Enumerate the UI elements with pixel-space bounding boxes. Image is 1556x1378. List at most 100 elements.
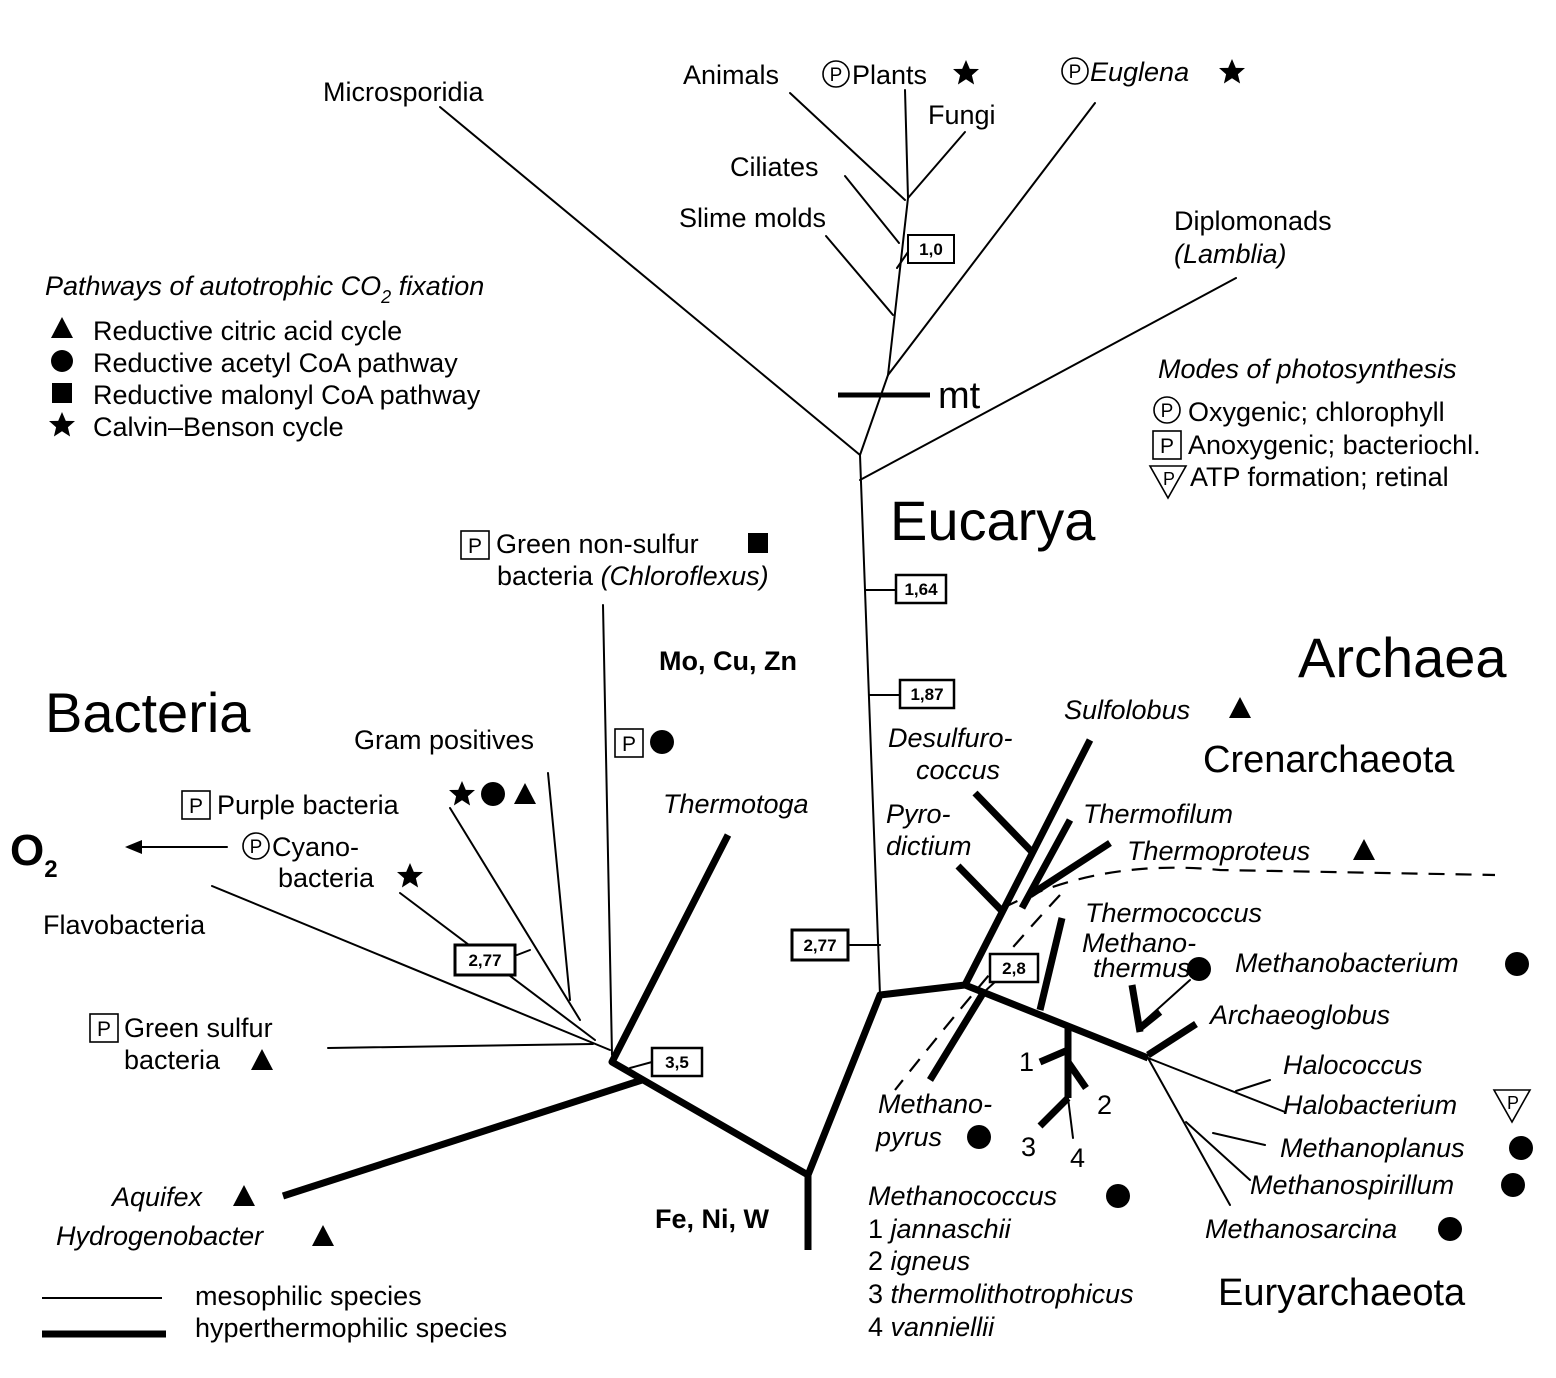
legend-oxygenic: Oxygenic; chlorophyll <box>1188 397 1445 427</box>
p-square-icon <box>460 530 490 560</box>
p-circle-icon <box>822 60 850 88</box>
domain-bacteria: Bacteria <box>45 681 251 744</box>
branch-chloroflexus <box>602 604 613 1056</box>
legend-anoxygenic: Anoxygenic; bacteriochl. <box>1188 430 1481 460</box>
branch-root-archaea <box>804 981 1150 1177</box>
p-letter: P <box>468 535 482 558</box>
label-mc-3: 3 thermolithotrophicus <box>868 1279 1134 1309</box>
branch-halococcus <box>1235 1079 1271 1092</box>
triangle-icon <box>51 317 73 338</box>
label-microsporidia: Microsporidia <box>323 77 485 107</box>
phylum-crenarchaeota: Crenarchaeota <box>1203 739 1455 781</box>
tree-branches <box>125 89 1496 1250</box>
label-methanococcus: Methanococcus <box>868 1181 1057 1211</box>
label-methanoplanus: Methanoplanus <box>1280 1133 1465 1163</box>
branch-thermococcus <box>1036 917 1066 1011</box>
label-cyano-2: bacteria <box>278 863 375 893</box>
branch-n4 <box>1067 1097 1074 1139</box>
legend-reductive-citric: Reductive citric acid cycle <box>93 316 402 346</box>
branch-crown <box>887 197 909 376</box>
label-archaeoglobus: Archaeoglobus <box>1208 1000 1390 1030</box>
branch-methanospirillum <box>1185 1121 1251 1181</box>
star-icon <box>953 60 979 85</box>
box-1-64: 1,64 <box>904 580 938 599</box>
label-methanospirillum: Methanospirillum <box>1250 1170 1454 1200</box>
p-square-icon <box>614 728 644 758</box>
legend-atp-formation: ATP formation; retinal <box>1190 462 1449 492</box>
p-letter: P <box>189 795 203 818</box>
p-letter: P <box>250 837 263 858</box>
label-metals-top: Mo, Cu, Zn <box>659 646 797 676</box>
box-2-8: 2,8 <box>1002 959 1026 978</box>
label-n2: 2 <box>1097 1090 1112 1120</box>
arrowhead-oxygen <box>125 840 142 854</box>
label-methanothermus-2: thermus <box>1093 953 1191 983</box>
connector-b10 <box>896 251 909 269</box>
label-methanopyrus-2: pyrus <box>875 1122 942 1152</box>
label-pyro-1: Pyro- <box>886 799 951 829</box>
domain-archaea: Archaea <box>1298 626 1507 689</box>
branch-root-aquifex <box>281 1076 644 1200</box>
label-flavobacteria: Flavobacteria <box>43 910 206 940</box>
label-methanobacterium: Methanobacterium <box>1235 948 1459 978</box>
p-circle-icon <box>242 832 270 860</box>
branch-flavobacteria <box>211 885 611 1051</box>
label-metals-bottom: Fe, Ni, W <box>655 1204 770 1234</box>
label-mt: mt <box>938 375 981 417</box>
branch-methanosarcina <box>1147 1057 1231 1206</box>
label-diplomonads: Diplomonads <box>1174 206 1332 236</box>
p-circle-icon <box>1061 57 1089 85</box>
circle-icon <box>1187 957 1211 981</box>
branch-eucarya-trunk <box>859 454 881 996</box>
label-desulfuro-1: Desulfuro- <box>888 723 1013 753</box>
pathways-legend: Pathways of autotrophic CO2 fixation Red… <box>45 271 484 442</box>
branch-crenarchaeota <box>961 738 1094 987</box>
star-icon <box>1219 59 1245 84</box>
label-halobacterium: Halobacterium <box>1283 1090 1457 1120</box>
label-green-sulfur-2: bacteria <box>124 1045 221 1075</box>
triangle-icon <box>1353 839 1375 860</box>
p-circle-icon <box>1153 396 1181 424</box>
p-letter: P <box>1507 1093 1519 1113</box>
label-methanosarcina: Methanosarcina <box>1205 1214 1397 1244</box>
label-pyro-2: dictium <box>886 831 972 861</box>
p-square-icon <box>89 1013 119 1043</box>
label-plants: Plants <box>852 60 927 90</box>
label-hydrogenobacter: Hydrogenobacter <box>56 1221 264 1251</box>
branch-methanothermus-tip <box>1137 1009 1163 1031</box>
label-n3: 3 <box>1021 1132 1036 1162</box>
legend-mesophilic: mesophilic species <box>195 1281 422 1311</box>
branch-gram-positives <box>547 772 571 1001</box>
label-purple-bacteria: Purple bacteria <box>217 790 400 820</box>
label-slime-molds: Slime molds <box>679 203 826 233</box>
p-letter: P <box>97 1018 111 1041</box>
branch-halo-group <box>1147 1057 1286 1113</box>
branch-slime-molds <box>825 235 894 316</box>
photosynthesis-legend: Modes of photosynthesis P Oxygenic; chlo… <box>1148 354 1481 500</box>
circle-icon <box>1438 1217 1462 1241</box>
circle-icon <box>1509 1136 1533 1160</box>
label-gram-positives: Gram positives <box>354 725 534 755</box>
p-letter: P <box>830 65 843 86</box>
branch-desulfurococcus <box>972 790 1036 856</box>
label-halococcus: Halococcus <box>1283 1050 1423 1080</box>
label-cyano-1: Cyano- <box>272 832 359 862</box>
branch-microsporidia <box>439 106 861 456</box>
star-icon <box>397 863 423 888</box>
branch-euglena <box>887 102 1096 376</box>
branch-purple <box>449 807 581 1021</box>
label-mc-4: 4 vanniellii <box>868 1312 995 1342</box>
circle-icon <box>967 1125 991 1149</box>
label-n4: 4 <box>1070 1143 1085 1173</box>
branch-n1 <box>1038 1046 1070 1066</box>
p-letter: P <box>1161 401 1174 422</box>
legend-reductive-malonyl: Reductive malonyl CoA pathway <box>93 380 481 410</box>
triangle-icon <box>1229 697 1251 718</box>
p-letter: P <box>1160 435 1174 458</box>
legend-reductive-acetyl: Reductive acetyl CoA pathway <box>93 348 458 378</box>
circle-icon <box>1501 1173 1525 1197</box>
triangle-icon <box>514 783 536 804</box>
connector-b277-bact <box>516 949 531 956</box>
label-oxygen: O2 <box>10 826 58 883</box>
